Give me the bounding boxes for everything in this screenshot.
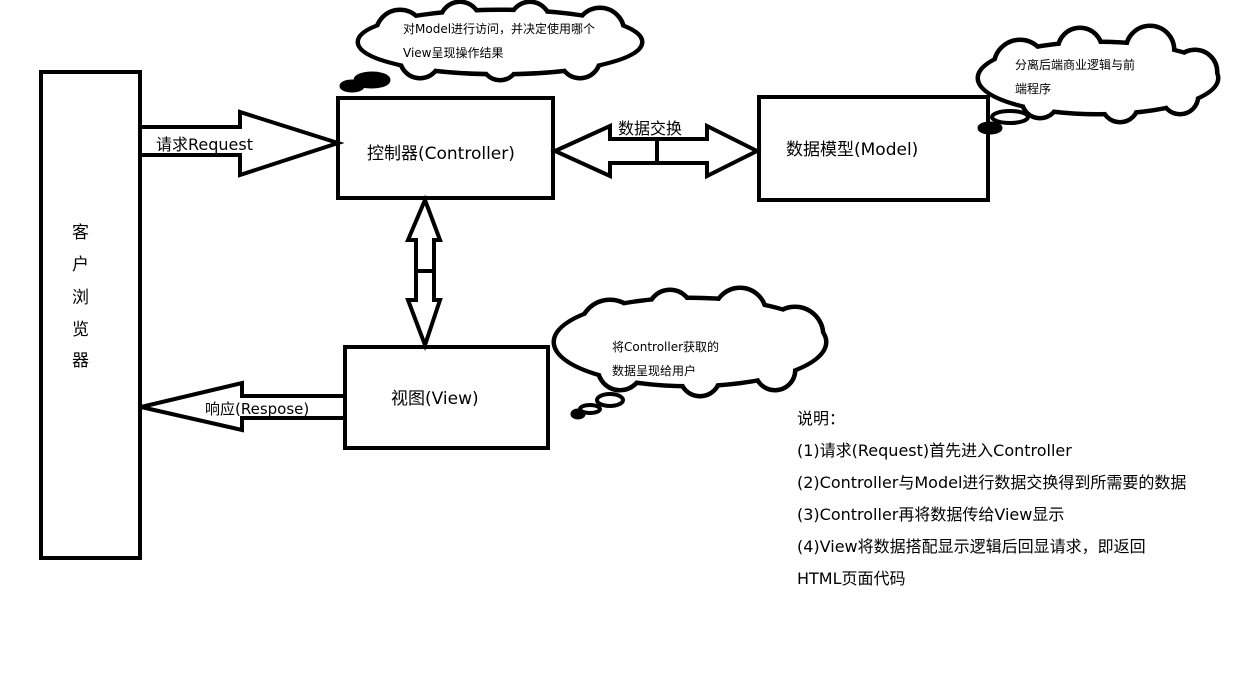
cloud-controller-note — [339, 0, 645, 93]
cloud-line: 数据呈现给用户 — [612, 364, 697, 378]
browser-label-char: 客 — [72, 223, 89, 243]
note-item: (3)Controller再将数据传给View显示 — [797, 505, 1065, 524]
browser-label-char: 览 — [72, 320, 89, 340]
note-item: (2)Controller与Model进行数据交换得到所需要的数据 — [797, 473, 1187, 492]
cloud-model-note — [975, 23, 1221, 135]
cloud-line: 分离后端商业逻辑与前 — [1015, 58, 1136, 72]
note-item: (1)请求(Request)首先进入Controller — [797, 441, 1072, 460]
model-note-text: 分离后端商业逻辑与前 端程序 — [1015, 53, 1135, 101]
request-label: 请求Request — [156, 135, 253, 154]
cloud-line: View呈现操作结果 — [403, 46, 504, 60]
browser-label-char: 浏 — [72, 288, 89, 308]
cloud-line: 对Model进行访问，并决定使用哪个 — [403, 22, 596, 36]
controller-label: 控制器(Controller) — [367, 144, 515, 164]
request-arrow — [138, 109, 345, 178]
notes-title: 说明： — [797, 409, 846, 428]
response-label: 响应(Respose) — [205, 400, 310, 418]
note-item: HTML页面代码 — [797, 569, 906, 588]
view-note-text: 将Controller获取的 数据呈现给用户 — [612, 335, 719, 383]
cloud-line: 将Controller获取的 — [612, 340, 720, 354]
browser-label-char: 户 — [72, 255, 89, 275]
browser-box — [39, 70, 142, 560]
model-label: 数据模型(Model) — [786, 140, 919, 160]
model-box — [757, 95, 990, 202]
exchange-label: 数据交换 — [618, 119, 683, 138]
view-label: 视图(View) — [391, 389, 479, 409]
response-arrow — [140, 380, 347, 433]
cloud-line: 端程序 — [1015, 82, 1052, 96]
browser-label-char: 器 — [72, 351, 89, 371]
view-box — [343, 345, 550, 450]
controller-box — [336, 96, 555, 200]
controller-note-text: 对Model进行访问，并决定使用哪个 View呈现操作结果 — [403, 17, 595, 65]
note-item: (4)View将数据搭配显示逻辑后回显请求，即返回 — [797, 537, 1146, 556]
explanation-notes: 说明： (1)请求(Request)首先进入Controller (2)Cont… — [797, 403, 1186, 595]
cloud-view-note — [551, 285, 829, 420]
